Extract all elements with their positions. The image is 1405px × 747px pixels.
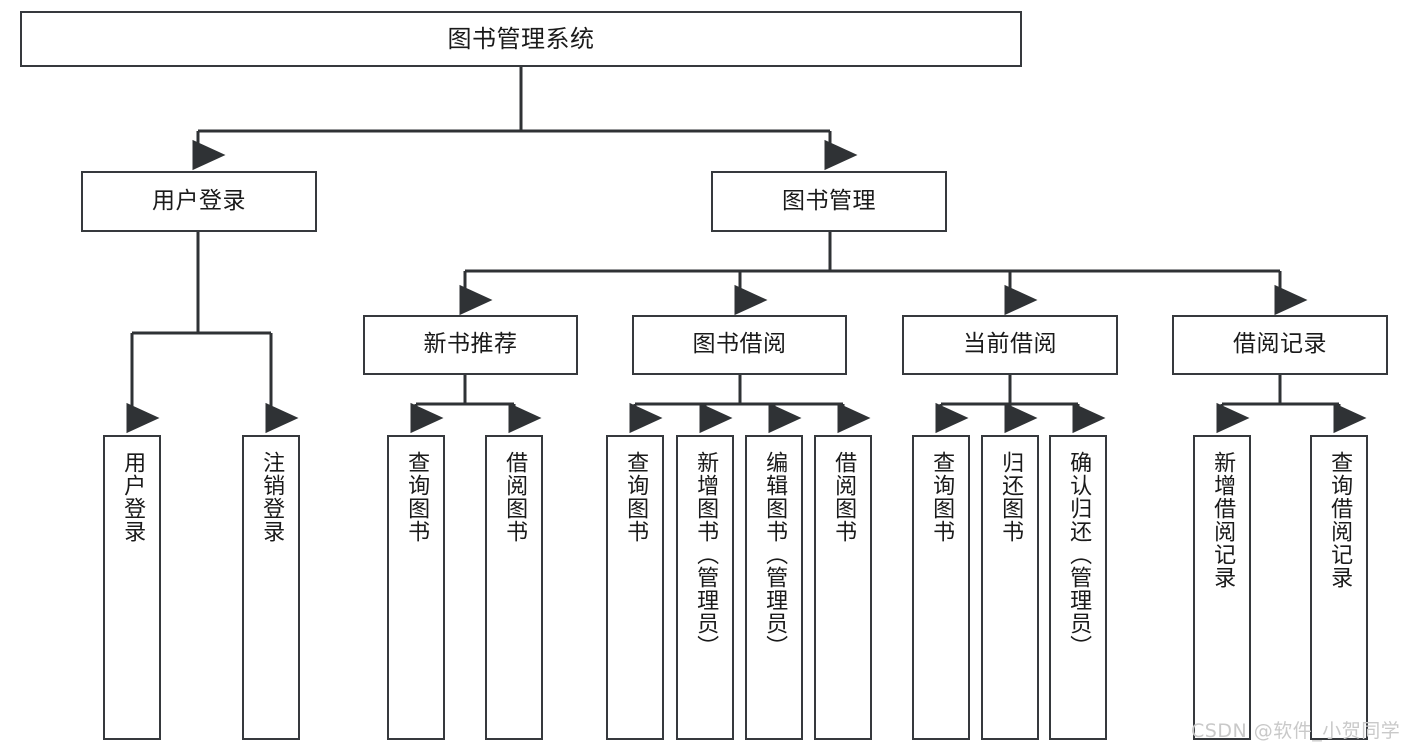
leaf-new-book-query[interactable]: 查询图书 bbox=[387, 435, 445, 740]
node-current-borrow[interactable]: 当前借阅 bbox=[902, 315, 1118, 375]
leaf-borrow-edit-book-label: 编辑图书（管理员） bbox=[762, 451, 788, 658]
node-book-management[interactable]: 图书管理 bbox=[711, 171, 947, 232]
leaf-user-login-signin-label: 用户登录 bbox=[120, 451, 146, 543]
leaf-new-book-borrow-label: 借阅图书 bbox=[502, 451, 528, 543]
node-book-management-label: 图书管理 bbox=[782, 187, 876, 214]
leaf-user-login-signout-label: 注销登录 bbox=[259, 451, 285, 543]
leaf-current-confirm-return-label: 确认归还（管理员） bbox=[1066, 451, 1092, 658]
leaf-current-return-book-label: 归还图书 bbox=[998, 451, 1024, 543]
node-borrow-record-label: 借阅记录 bbox=[1233, 331, 1327, 358]
leaf-current-query-book[interactable]: 查询图书 bbox=[912, 435, 970, 740]
leaf-borrow-query-book-label: 查询图书 bbox=[623, 451, 649, 543]
node-user-login-label: 用户登录 bbox=[152, 187, 246, 214]
node-new-book-recommend-label: 新书推荐 bbox=[423, 331, 518, 358]
node-borrow-record[interactable]: 借阅记录 bbox=[1172, 315, 1388, 375]
leaf-current-confirm-return[interactable]: 确认归还（管理员） bbox=[1049, 435, 1107, 740]
leaf-borrow-edit-book[interactable]: 编辑图书（管理员） bbox=[745, 435, 803, 740]
leaf-current-return-book[interactable]: 归还图书 bbox=[981, 435, 1039, 740]
csdn-watermark: CSDN @软件_小贺同学 bbox=[1191, 720, 1401, 742]
leaf-borrow-borrow-book-label: 借阅图书 bbox=[831, 451, 857, 543]
leaf-user-login-signout[interactable]: 注销登录 bbox=[242, 435, 300, 740]
leaf-user-login-signin[interactable]: 用户登录 bbox=[103, 435, 161, 740]
leaf-record-add[interactable]: 新增借阅记录 bbox=[1193, 435, 1251, 740]
leaf-record-query-label: 查询借阅记录 bbox=[1327, 451, 1353, 589]
node-current-borrow-label: 当前借阅 bbox=[963, 331, 1057, 358]
leaf-borrow-add-book-label: 新增图书（管理员） bbox=[693, 451, 719, 658]
leaf-current-query-book-label: 查询图书 bbox=[929, 451, 955, 543]
node-user-login[interactable]: 用户登录 bbox=[81, 171, 317, 232]
leaf-record-add-label: 新增借阅记录 bbox=[1210, 451, 1236, 589]
leaf-borrow-add-book[interactable]: 新增图书（管理员） bbox=[676, 435, 734, 740]
node-book-borrow[interactable]: 图书借阅 bbox=[632, 315, 847, 375]
leaf-record-query[interactable]: 查询借阅记录 bbox=[1310, 435, 1368, 740]
node-new-book-recommend[interactable]: 新书推荐 bbox=[363, 315, 578, 375]
node-book-borrow-label: 图书借阅 bbox=[692, 331, 787, 358]
node-root-system-label: 图书管理系统 bbox=[447, 24, 595, 53]
leaf-new-book-borrow[interactable]: 借阅图书 bbox=[485, 435, 543, 740]
leaf-borrow-query-book[interactable]: 查询图书 bbox=[606, 435, 664, 740]
node-root-system[interactable]: 图书管理系统 bbox=[20, 11, 1022, 67]
leaf-borrow-borrow-book[interactable]: 借阅图书 bbox=[814, 435, 872, 740]
leaf-new-book-query-label: 查询图书 bbox=[404, 451, 430, 543]
